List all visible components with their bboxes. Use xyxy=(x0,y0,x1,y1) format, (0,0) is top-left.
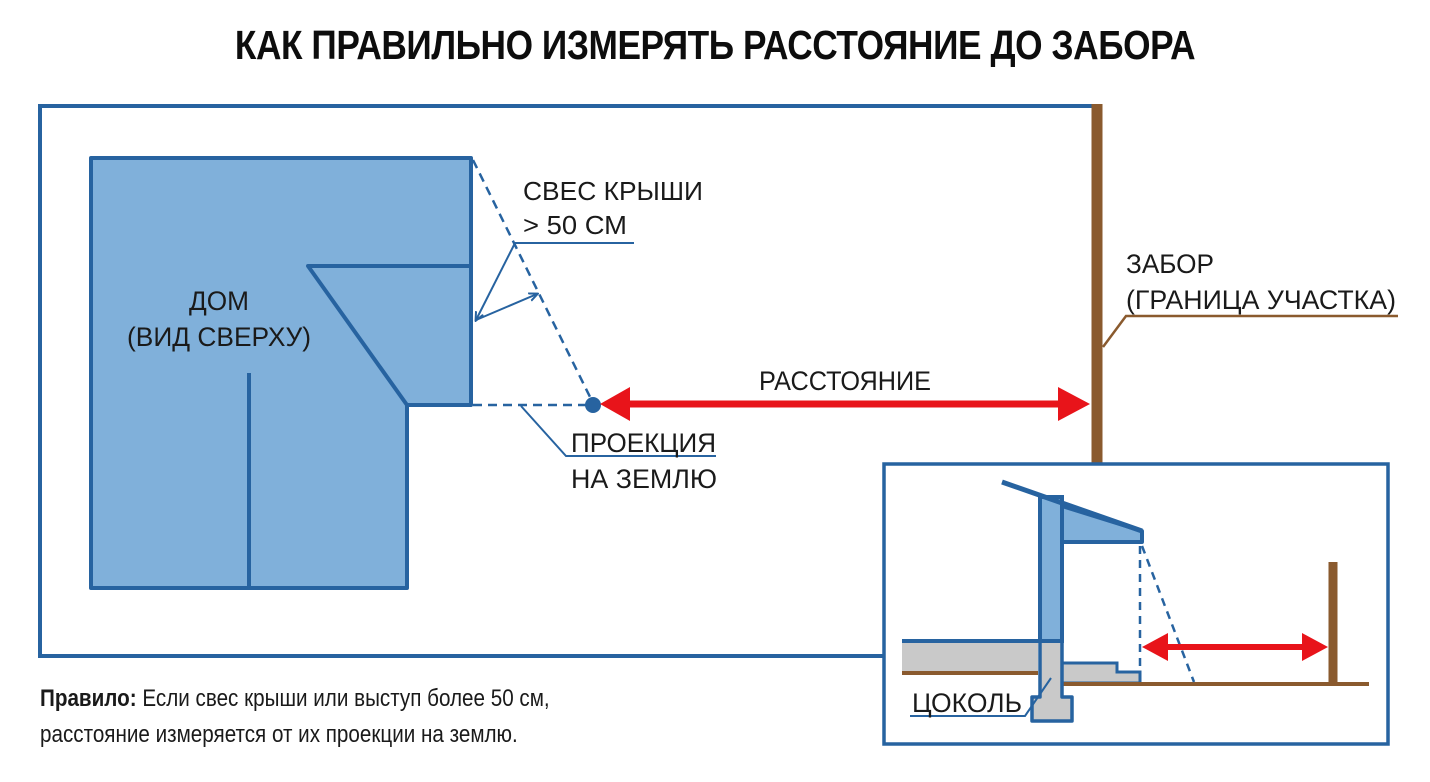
overhang-label-line2: > 50 СМ xyxy=(523,210,627,240)
projection-leader-line xyxy=(520,405,716,457)
house-plan xyxy=(89,156,473,590)
roof-slope-line xyxy=(1001,479,1143,534)
rule-line2: расстояние измеряется от их проекции на … xyxy=(40,721,518,748)
overhang-leader-arrow xyxy=(476,242,516,320)
overhang-label-line1: СВЕС КРЫШИ xyxy=(523,176,703,206)
page-title: КАК ПРАВИЛЬНО ИЗМЕРЯТЬ РАССТОЯНИЕ ДО ЗАБ… xyxy=(234,22,1196,68)
section-arrowhead-right xyxy=(1302,633,1328,661)
section-arrowhead-left xyxy=(1142,633,1168,661)
plot-boundary-frame xyxy=(38,104,1096,658)
distance-arrowhead-left xyxy=(600,387,630,421)
section-view-inset: ЦОКОЛЬ xyxy=(882,462,1390,746)
projection-label-line2: НА ЗЕМЛЮ xyxy=(571,464,717,494)
house-outline xyxy=(89,156,473,590)
fence-label-line2: (ГРАНИЦА УЧАСТКА) xyxy=(1126,285,1396,315)
fence-label-line1: ЗАБОР xyxy=(1126,249,1214,279)
section-slanted-projection xyxy=(1140,545,1196,683)
distance-arrowhead-right xyxy=(1058,387,1090,421)
house-wall-section xyxy=(1038,495,1064,643)
distance-label: РАССТОЯНИЕ xyxy=(759,366,931,396)
house-label-line1: ДОМ xyxy=(189,286,249,316)
floor-slab xyxy=(902,641,1038,673)
rule-line1: Если свес крыши или выступ более 50 см, xyxy=(136,685,550,712)
inset-frame xyxy=(882,462,1390,746)
plinth-label: ЦОКОЛЬ xyxy=(912,688,1022,718)
overhang-dashed-line xyxy=(471,159,595,404)
projection-label-line1: ПРОЕКЦИЯ xyxy=(571,428,716,458)
plinth-leader-line xyxy=(910,677,1052,717)
rule-prefix: Правило: xyxy=(40,685,137,712)
house-roof-ridge xyxy=(306,264,471,407)
overhang-dimension-arrow xyxy=(475,294,537,321)
fence-leader-line xyxy=(1101,314,1398,348)
projection-point xyxy=(585,397,601,413)
house-label-line2: (ВИД СВЕРХУ) xyxy=(127,322,311,352)
rule-note: Правило: Если свес крыши или выступ боле… xyxy=(40,681,728,753)
distance-arrow xyxy=(600,387,1090,421)
